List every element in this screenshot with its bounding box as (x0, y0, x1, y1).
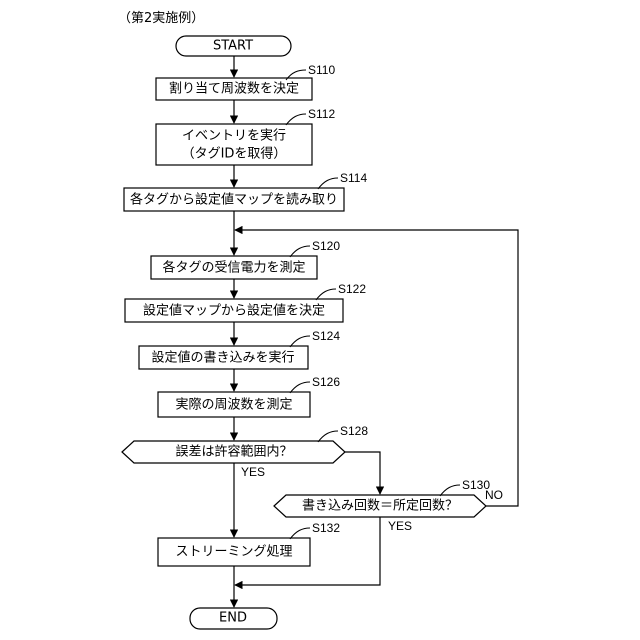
diagram-header: （第2実施例） (118, 10, 204, 26)
s122-label: 設定値マップから設定値を決定 (143, 303, 325, 319)
step-number-s120: S120 (312, 239, 340, 253)
branch-s128-yes: YES (241, 465, 265, 479)
step-number-s122: S122 (338, 282, 366, 296)
s132-label: ストリーミング処理 (175, 545, 292, 560)
step-number-s110: S110 (308, 63, 335, 77)
end-label: END (219, 611, 247, 626)
step-number-s124: S124 (312, 329, 340, 343)
leader-s132 (290, 528, 310, 539)
branch-s130-no: NO (485, 488, 503, 502)
s124-label: 設定値の書き込みを実行 (151, 350, 294, 366)
leader-s120 (290, 246, 310, 257)
start-label: START (213, 39, 253, 54)
s112-label-line1: イベントリを実行 (182, 128, 286, 144)
step-number-s112: S112 (308, 107, 335, 121)
arrow-s128-no-s130 (345, 452, 380, 494)
s120-label: 各タグの受信電力を測定 (162, 260, 305, 276)
branch-s130-yes: YES (388, 519, 412, 533)
s128-label: 誤差は許容範囲内？ (175, 444, 292, 460)
s114-label: 各タグから設定値マップを読み取り (130, 192, 338, 208)
leader-s112 (286, 114, 306, 125)
leader-s124 (290, 336, 310, 347)
leader-s114 (318, 178, 338, 189)
s110-label: 割り当て周波数を決定 (169, 81, 299, 97)
leader-s126 (290, 382, 310, 393)
s126-label: 実際の周波数を測定 (175, 397, 292, 413)
step-number-s128: S128 (340, 424, 368, 438)
s130-label: 書き込み回数＝所定回数？ (302, 499, 458, 514)
s112-label-line2: （タグIDを取得） (182, 146, 287, 162)
step-number-s114: S114 (340, 171, 367, 185)
step-number-s126: S126 (312, 375, 340, 389)
leader-s128 (318, 431, 338, 442)
step-number-s132: S132 (312, 521, 340, 535)
leader-s122 (316, 289, 336, 300)
leader-s130 (440, 485, 460, 496)
